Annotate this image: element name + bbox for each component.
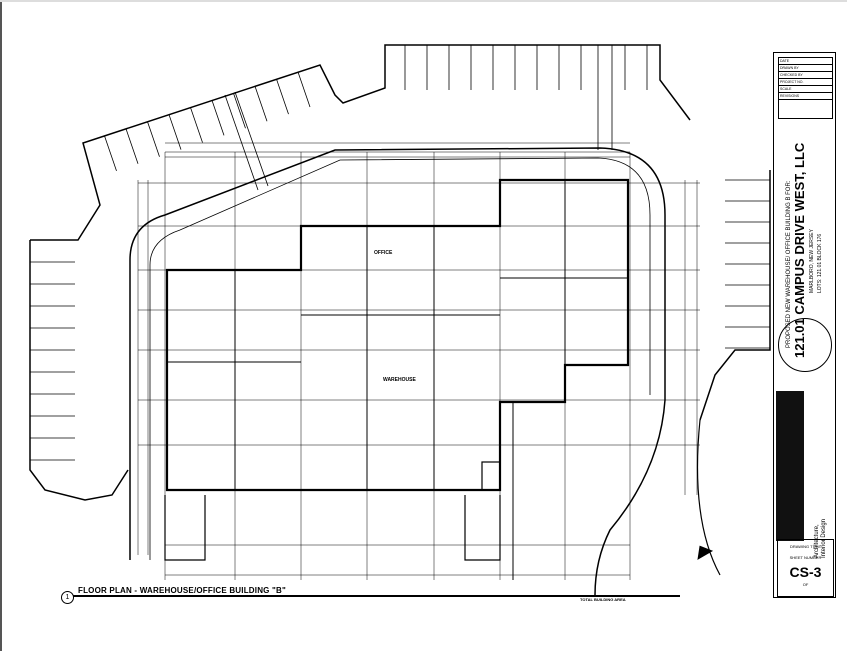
crosswalk <box>224 45 613 191</box>
room-label-warehouse: WAREHOUSE <box>383 377 416 383</box>
title-block: DATE DRAWN BY CHECKED BY PROJECT NO. SCALE RE… <box>773 52 836 598</box>
parking-stripe <box>147 121 160 157</box>
detail-number: 1 <box>61 591 74 604</box>
parking-stripes-left <box>30 261 75 461</box>
info-row: CHECKED BY <box>779 72 832 79</box>
sheet-number-label: SHEET NUMBER <box>789 555 822 560</box>
parking-stripe <box>297 71 311 108</box>
info-row: DATE <box>779 58 832 65</box>
drawing-title-label: DRAWING TITLE <box>789 544 822 549</box>
stair <box>481 461 501 491</box>
parking-stripe <box>190 107 203 143</box>
sidewalk <box>164 419 721 576</box>
parking-stripes-right <box>725 179 770 349</box>
parking-stripe <box>211 100 225 136</box>
architect-seal <box>778 318 832 372</box>
info-row: DRAWN BY <box>779 65 832 72</box>
parking-stripe <box>254 86 268 122</box>
info-row-label: PROJECT NO. <box>780 80 804 84</box>
parking-right <box>699 170 771 421</box>
north-arrow-icon <box>697 545 714 560</box>
parking-stripes-top-left <box>104 71 311 172</box>
room-label-office: OFFICE <box>374 250 393 256</box>
column-grid <box>167 180 628 580</box>
parking-stripe <box>125 128 139 164</box>
drive-curb <box>129 147 666 596</box>
info-row: PROJECT NO. <box>779 79 832 86</box>
info-row: SCALE <box>779 86 832 93</box>
drawing-title: FLOOR PLAN - WAREHOUSE/OFFICE BUILDING "… <box>78 586 286 595</box>
parking-top-left <box>30 44 691 241</box>
total-building-area: TOTAL BUILDING AREA <box>580 597 626 602</box>
info-row-label: CHECKED BY <box>780 73 803 77</box>
firm-logo <box>776 391 804 541</box>
parking-stripe <box>168 114 182 150</box>
project-location: MARLBORO, NEW JERSEY <box>809 229 815 293</box>
info-row-label: DATE <box>780 59 790 63</box>
page-edge <box>0 0 2 651</box>
parking-stripe <box>233 93 246 129</box>
info-table: DATE DRAWN BY CHECKED BY PROJECT NO. SCALE RE… <box>778 57 833 119</box>
info-row-label: DRAWN BY <box>780 66 799 70</box>
parking-stripes-top <box>404 45 648 90</box>
parking-left <box>29 240 129 501</box>
drive-curb-inner <box>149 157 651 560</box>
page-edge-top <box>0 0 847 2</box>
parking-stripe <box>104 135 117 172</box>
building-outline <box>165 178 630 492</box>
sheet-box: DRAWING TITLE SHEET NUMBER CS-3 OF <box>777 539 834 597</box>
info-row: REVISIONS <box>779 93 832 100</box>
info-row-label: SCALE <box>780 87 792 91</box>
sheet-of: OF <box>802 582 809 587</box>
sheet-number: CS-3 <box>789 564 822 580</box>
info-row-label: REVISIONS <box>780 94 800 98</box>
parking-stripe <box>276 78 289 115</box>
project-lots: LOTS: 121.01 BLOCK 176 <box>817 233 823 293</box>
